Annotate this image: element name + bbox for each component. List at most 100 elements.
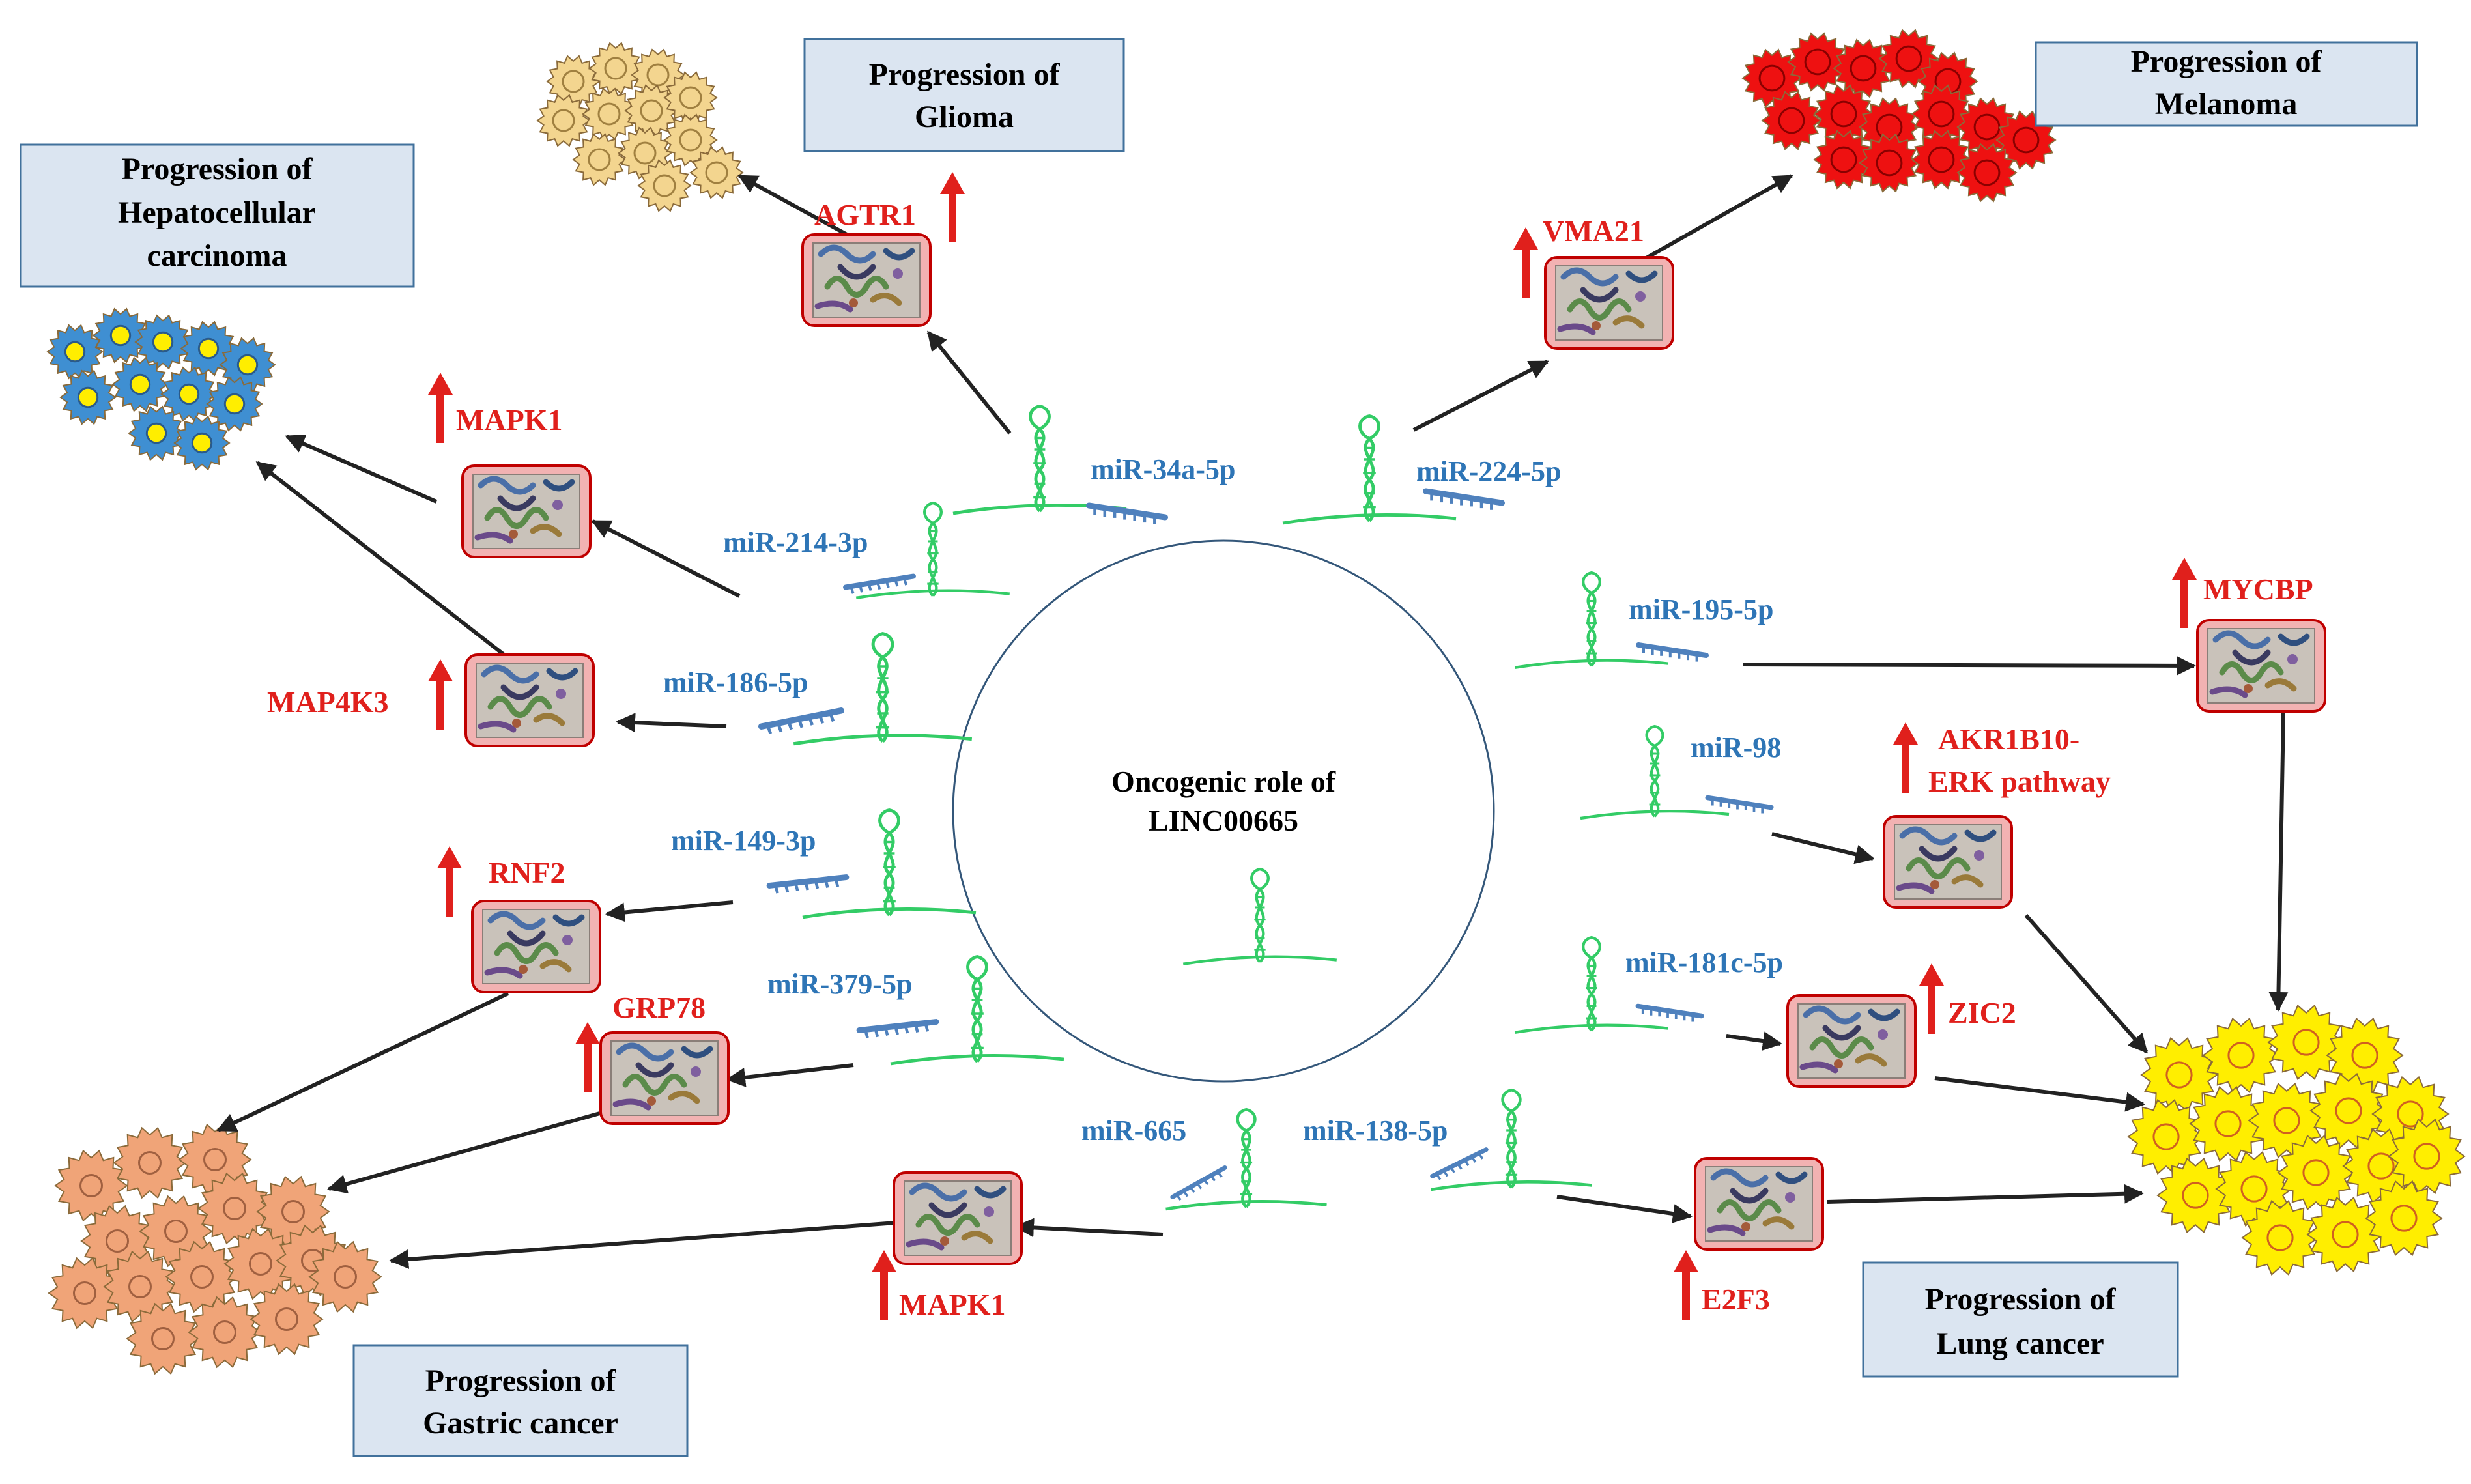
gastric-label-line2: Gastric cancer [423, 1406, 618, 1440]
agtr1-upregulation-arrow-icon [940, 172, 965, 242]
mir34a-label: miR-34a-5p [1091, 453, 1235, 485]
arrow-mir379-to-grp78 [726, 1063, 854, 1087]
mir186-label: miR-186-5p [663, 666, 808, 698]
arrow-mapk1-to-hcc [285, 435, 438, 504]
zic2-label: ZIC2 [1948, 996, 2016, 1029]
mycbp-upregulation-arrow-icon [2172, 558, 2197, 628]
arrow-mir98-to-akr1b10 [1771, 832, 1875, 864]
e2f3-upregulation-arrow-icon [1674, 1250, 1698, 1320]
center-title-line1: Oncogenic role of [1111, 765, 1336, 798]
mir98-label: miR-98 [1691, 732, 1781, 763]
glioma-cell-cluster-icon [536, 42, 744, 212]
arrow-akr1b10-to-lung [2024, 914, 2149, 1054]
mir149-binding: miR-149-3p [671, 810, 976, 918]
mir379-label: miR-379-5p [767, 968, 912, 1000]
lung-label-line1: Progression of [1925, 1282, 2117, 1317]
gastric-label-box: Progression of Gastric cancer [352, 1344, 689, 1457]
zic2-upregulation-arrow-icon [1919, 963, 1944, 1034]
arrow-grp78-to-gastric [327, 1109, 610, 1194]
mir665-label: miR-665 [1081, 1115, 1186, 1147]
melanoma-cell-cluster-icon [1741, 29, 2057, 203]
central-circle [952, 539, 1495, 1083]
hcc-label-box: Progression of Hepatocellular carcinoma [20, 143, 415, 288]
arrow-mir181-to-zic2 [1726, 1031, 1782, 1051]
rnf2-upregulation-arrow-icon [437, 846, 462, 917]
mir379-binding: miR-379-5p [767, 957, 1064, 1064]
agtr1-protein-icon [803, 235, 930, 326]
agtr1-label: AGTR1 [814, 198, 916, 231]
lung-label-line2: Lung cancer [1936, 1326, 2104, 1361]
mir224-label: miR-224-5p [1416, 455, 1561, 487]
arrow-e2f3-to-lung [1827, 1184, 2144, 1204]
arrow-mir186-to-map4k3 [616, 713, 727, 733]
melanoma-label-line2: Melanoma [2155, 87, 2298, 121]
glioma-label-line1: Progression of [869, 57, 1061, 92]
vma21-upregulation-arrow-icon [1513, 227, 1538, 298]
rnf2-label: RNF2 [489, 856, 565, 889]
gastric-cell-cluster-icon [48, 1123, 382, 1375]
mapk1-bottom-protein-icon [894, 1173, 1021, 1264]
hcc-label-line3: carcinoma [147, 238, 287, 273]
grp78-label: GRP78 [612, 991, 706, 1024]
mapk1-top-upregulation-arrow-icon [428, 373, 453, 443]
arrow-agtr1-to-glioma [737, 174, 848, 236]
gastric-label-line1: Progression of [425, 1363, 617, 1398]
arrow-mir224-to-vma21 [1412, 360, 1549, 432]
mapk1-bottom-label: MAPK1 [899, 1288, 1006, 1321]
hcc-label-line2: Hepatocellular [118, 195, 316, 230]
arrow-mycbp-to-lung [2268, 713, 2289, 1012]
arrow-mir138-to-e2f3 [1556, 1195, 1693, 1223]
grp78-protein-icon [601, 1033, 728, 1124]
mir214-label: miR-214-3p [723, 526, 868, 558]
mir665-binding: miR-665 [1081, 1109, 1327, 1209]
akr1b10-upregulation-arrow-icon [1893, 722, 1918, 793]
e2f3-protein-icon [1695, 1158, 1823, 1249]
mir195-binding: miR-195-5p [1515, 573, 1773, 668]
arrow-rnf2-to-gastric [216, 992, 509, 1132]
mapk1-top-protein-icon [463, 466, 590, 557]
zic2-protein-icon [1788, 995, 1915, 1087]
mapk1-top-label: MAPK1 [456, 403, 563, 436]
grp78-upregulation-arrow-icon [575, 1022, 600, 1092]
arrow-mir214-to-mapk1 [591, 519, 741, 598]
rnf2-protein-icon [472, 901, 600, 992]
vma21-protein-icon [1545, 257, 1673, 349]
vma21-label: VMA21 [1543, 214, 1644, 248]
mycbp-label: MYCBP [2203, 573, 2313, 606]
hcc-cell-cluster-icon [46, 307, 276, 471]
glioma-label-line2: Glioma [915, 100, 1014, 134]
arrow-vma21-to-melanoma [1640, 174, 1793, 263]
map4k3-upregulation-arrow-icon [428, 659, 453, 730]
melanoma-label-line1: Progression of [2131, 44, 2322, 79]
mir181-label: miR-181c-5p [1625, 947, 1783, 978]
mir34a-binding: miR-34a-5p [953, 407, 1235, 524]
mapk1-bottom-upregulation-arrow-icon [872, 1250, 896, 1320]
mir98-binding: miR-98 [1580, 726, 1781, 818]
arrow-mir665-to-mapk1 [1014, 1218, 1164, 1238]
mycbp-protein-icon [2197, 620, 2325, 711]
mir195-label: miR-195-5p [1629, 593, 1773, 625]
lung-cell-cluster-icon [2127, 1004, 2466, 1276]
arrow-mir34a-to-agtr1 [926, 330, 1012, 435]
hcc-label-line1: Progression of [122, 152, 313, 186]
mir224-binding: miR-224-5p [1283, 416, 1561, 524]
mir186-binding: miR-186-5p [663, 634, 972, 745]
mir214-binding: miR-214-3p [723, 503, 1010, 603]
mir149-label: miR-149-3p [671, 825, 816, 857]
mir138-binding: miR-138-5p [1303, 1090, 1592, 1190]
connector-arrows [216, 174, 2289, 1269]
mir138-label: miR-138-5p [1303, 1115, 1448, 1147]
akr1b10-label-line2: ERK pathway [1928, 765, 2111, 798]
lung-label-box: Progression of Lung cancer [1862, 1261, 2179, 1378]
arrow-mir195-to-mycbp [1742, 655, 2196, 676]
arrow-mir149-to-rnf2 [605, 900, 734, 922]
mir181-binding: miR-181c-5p [1515, 937, 1783, 1033]
akr1b10-protein-icon [1884, 816, 2012, 907]
arrow-map4k3-to-hcc [255, 461, 509, 660]
glioma-label-box: Progression of Glioma [803, 38, 1125, 152]
map4k3-label: MAP4K3 [267, 685, 389, 719]
arrow-zic2-to-lung [1934, 1076, 2145, 1112]
akr1b10-label-line1: AKR1B10- [1938, 722, 2079, 756]
